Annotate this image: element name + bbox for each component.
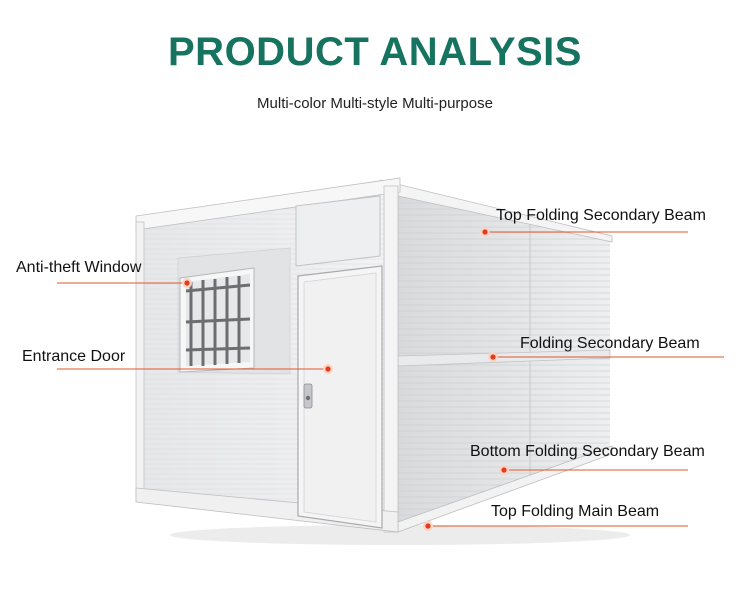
anti-theft-window-graphic [179,267,255,373]
entrance-door-graphic [297,265,383,529]
ground-shadow [170,525,630,545]
label-entrance-door: Entrance Door [22,348,126,365]
label-top-folding-secondary-beam: Top Folding Secondary Beam [496,207,706,224]
label-top-folding-main-beam: Top Folding Main Beam [491,503,660,520]
label-anti-theft-window: Anti-theft Window [16,259,142,276]
page-subtitle: Multi-color Multi-style Multi-purpose [257,95,493,112]
label-bottom-folding-secondary-beam: Bottom Folding Secondary Beam [470,443,705,460]
page-title: PRODUCT ANALYSIS [168,30,582,74]
label-folding-secondary-beam: Folding Secondary Beam [520,335,700,352]
